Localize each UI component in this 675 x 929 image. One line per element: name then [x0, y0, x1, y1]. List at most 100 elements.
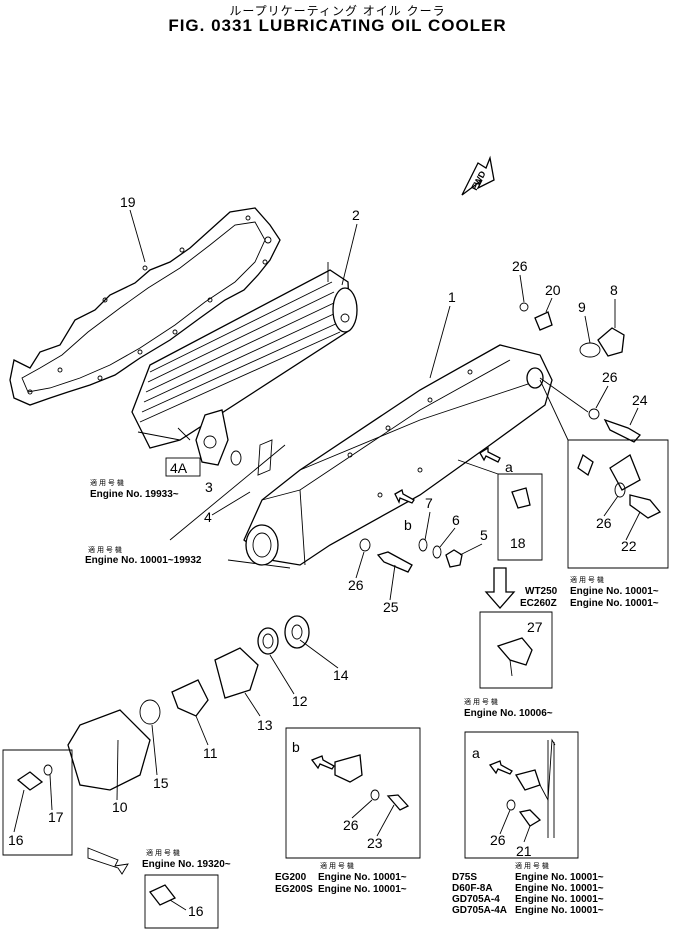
fwd-arrow-bottom-icon	[87, 847, 129, 875]
label-4a: 4A	[170, 460, 188, 476]
note7-model4: GD705A-4A	[452, 905, 507, 916]
note3-group: 26 22 適 用 号 機 WT250 Engine No. 10001~ EC…	[520, 379, 669, 609]
label-26-b-box: 26	[343, 817, 359, 833]
letter-a-main: a	[505, 459, 513, 475]
part-11	[171, 679, 209, 717]
label-26-bottom: 26	[348, 577, 364, 593]
cooler-housing-1	[243, 344, 553, 566]
note5-jp: 適 用 号 機	[146, 848, 180, 857]
bolt-25	[376, 551, 413, 573]
label-14: 14	[333, 667, 349, 683]
part16-17-group: 17 16	[2, 749, 73, 856]
title-japanese: ループリケーティング オイル クーラ	[229, 4, 446, 18]
note1: Engine No. 19933~	[90, 489, 179, 500]
cooler-element-2	[131, 262, 358, 449]
label-9: 9	[578, 299, 586, 315]
label-26-top: 26	[512, 258, 528, 274]
label-16-left: 16	[8, 832, 24, 848]
note7-eng1: Engine No. 10001~	[515, 872, 604, 883]
note7-eng4: Engine No. 10001~	[515, 905, 604, 916]
note3-model1: WT250	[525, 586, 558, 597]
label-25: 25	[383, 599, 399, 615]
note2-jp: 適 用 号 機	[88, 545, 122, 554]
label-12: 12	[292, 693, 308, 709]
label-3: 3	[205, 479, 213, 495]
cover-10	[67, 709, 151, 791]
note3-eng2: Engine No. 10001~	[570, 598, 659, 609]
oring-15	[139, 699, 161, 725]
washer-26-top	[519, 302, 529, 312]
note6-eng2: Engine No. 10001~	[318, 884, 407, 895]
label-1: 1	[448, 289, 456, 305]
note3-eng1: Engine No. 10001~	[570, 586, 659, 597]
label-18: 18	[510, 535, 526, 551]
note7-model3: GD705A-4	[452, 894, 500, 905]
label-4: 4	[204, 509, 212, 525]
label-26-a-box: 26	[490, 832, 506, 848]
part-a-group: a 26 21 適 用 号 機 D75S Engine No. 10001~ D…	[452, 731, 604, 916]
part-13	[214, 647, 259, 699]
oring-9	[579, 342, 601, 358]
part-12	[257, 627, 279, 655]
part16-bottom-group: 16	[144, 874, 219, 929]
fwd-arrow-icon: FWD	[461, 155, 495, 196]
letter-a-box: a	[472, 745, 480, 761]
note6-model2: EG200S	[275, 884, 313, 895]
note2: Engine No. 10001~19932	[85, 555, 202, 566]
note6-eng1: Engine No. 10001~	[318, 872, 407, 883]
label-20: 20	[545, 282, 561, 298]
gasket-19	[9, 207, 281, 406]
label-16-bottom: 16	[188, 903, 204, 919]
part-14	[284, 615, 310, 649]
label-24: 24	[632, 392, 648, 408]
label-6: 6	[452, 512, 460, 528]
note3-model2: EC260Z	[520, 598, 557, 609]
bolt-20	[534, 311, 553, 331]
label-15: 15	[153, 775, 169, 791]
down-arrow-icon	[484, 567, 516, 609]
washer-26-bottom	[359, 538, 371, 552]
label-23: 23	[367, 835, 383, 851]
gasket-3	[195, 409, 229, 466]
note7-model1: D75S	[452, 872, 477, 883]
note5: Engine No. 19320~	[142, 859, 231, 870]
label-26-box: 26	[596, 515, 612, 531]
label-8: 8	[610, 282, 618, 298]
label-17: 17	[48, 809, 64, 825]
arrow-a-main	[479, 446, 501, 463]
note4: Engine No. 10006~	[464, 708, 553, 719]
note6-jp: 適 用 号 機	[320, 861, 354, 870]
part27-group: 27 適 用 号 機 Engine No. 10006~	[464, 611, 553, 719]
part18-group: 18	[457, 459, 543, 561]
note7-eng2: Engine No. 10001~	[515, 883, 604, 894]
note7-eng3: Engine No. 10001~	[515, 894, 604, 905]
label-11: 11	[203, 745, 218, 761]
note3-jp: 適 用 号 機	[570, 575, 604, 584]
note7-jp: 適 用 号 機	[515, 861, 549, 870]
arrow-b-main	[394, 489, 415, 504]
note1-jp: 適 用 号 機	[90, 478, 124, 487]
label-13: 13	[257, 717, 273, 733]
label-10: 10	[112, 799, 128, 815]
washer-26-mid	[588, 408, 600, 420]
label-5: 5	[480, 527, 488, 543]
letter-b-box: b	[292, 739, 300, 755]
letter-b-main: b	[404, 517, 412, 533]
label-2: 2	[352, 207, 360, 223]
bolt-24	[603, 418, 642, 443]
page-title: FIG. 0331 LUBRICATING OIL COOLER	[168, 16, 507, 35]
label-27: 27	[527, 619, 543, 635]
label-4a-box	[165, 457, 201, 477]
plug-8	[597, 327, 625, 357]
label-7: 7	[425, 495, 433, 511]
note4-jp: 適 用 号 機	[464, 697, 498, 706]
nut-5	[445, 549, 463, 568]
note7-model2: D60F-8A	[452, 883, 493, 894]
washer-26-b	[418, 538, 428, 552]
label-26-mid: 26	[602, 369, 618, 385]
label-22: 22	[621, 538, 637, 554]
part-b-group: b 26 23 適 用 号 機 EG200 Engine No. 10001~ …	[275, 727, 421, 895]
note6-model1: EG200	[275, 872, 307, 883]
label-19: 19	[120, 194, 136, 210]
